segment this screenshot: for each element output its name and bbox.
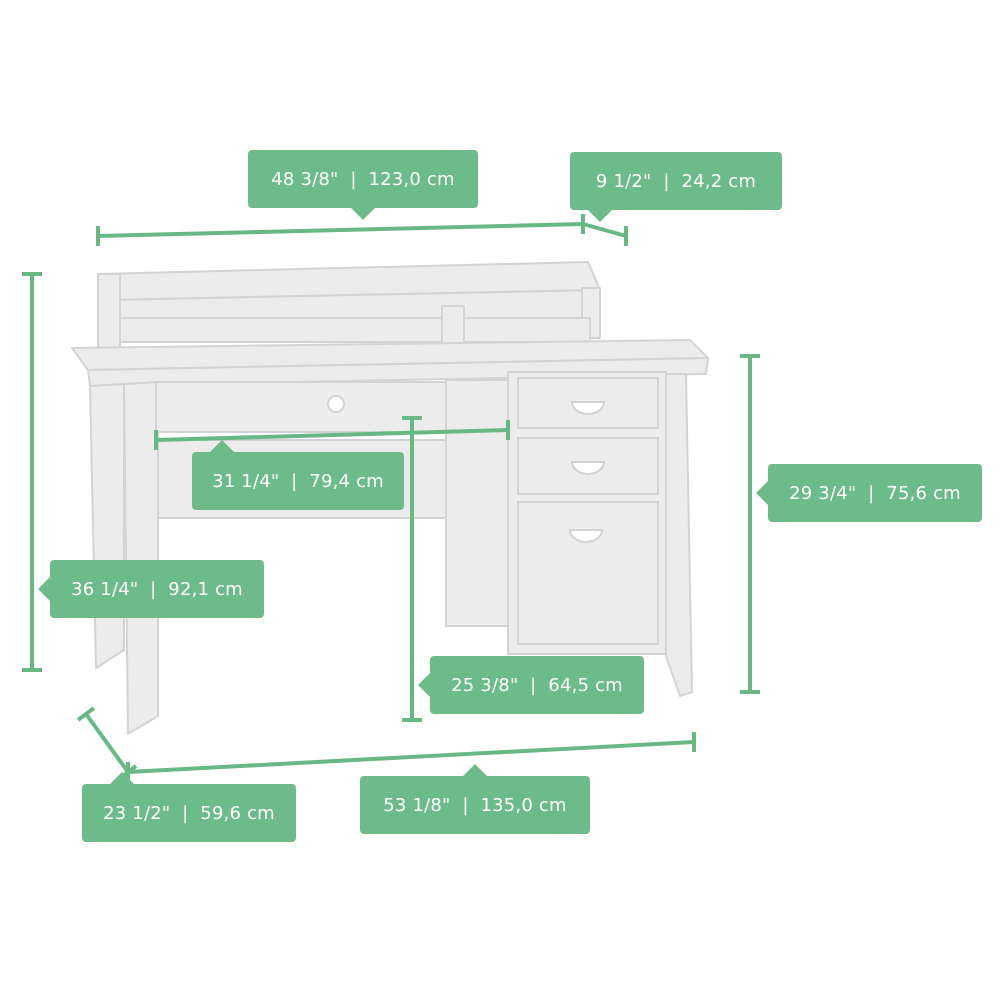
callout-hutch-depth-text: 9 1/2" | 24,2 cm bbox=[595, 170, 757, 192]
callout-desk-width: 53 1/8" | 135,0 cm bbox=[360, 764, 590, 834]
callout-pointer bbox=[110, 772, 134, 784]
dimension-lines bbox=[22, 214, 760, 782]
callout-kneehole-height: 25 3/8" | 64,5 cm bbox=[418, 656, 644, 714]
callout-pointer bbox=[418, 673, 430, 697]
callout-pointer bbox=[588, 210, 612, 222]
callout-drawer-width-text: 31 1/4" | 79,4 cm bbox=[212, 470, 384, 492]
callout-desk-depth: 23 1/2" | 59,6 cm bbox=[82, 772, 296, 842]
callout-desk-height: 29 3/4" | 75,6 cm bbox=[756, 464, 982, 522]
pedestal-side bbox=[445, 379, 509, 627]
callout-desk-height-text: 29 3/4" | 75,6 cm bbox=[789, 482, 961, 504]
file-drawer bbox=[517, 501, 659, 645]
callout-hutch-width: 48 3/8" | 123,0 cm bbox=[248, 150, 478, 220]
handle-3 bbox=[569, 529, 603, 543]
callout-pointer bbox=[38, 577, 50, 601]
drawer-knob bbox=[327, 395, 345, 413]
left-front-leg bbox=[123, 381, 159, 735]
callout-kneehole-height-text: 25 3/8" | 64,5 cm bbox=[451, 674, 623, 696]
callout-pointer bbox=[210, 440, 234, 452]
handle-2 bbox=[571, 461, 605, 475]
callout-pointer bbox=[756, 481, 768, 505]
callout-pointer bbox=[351, 208, 375, 220]
callout-drawer-width: 31 1/4" | 79,4 cm bbox=[192, 440, 404, 510]
desk-top-edge bbox=[87, 357, 709, 387]
hutch-divider bbox=[441, 305, 465, 347]
callout-total-height: 36 1/4" | 92,1 cm bbox=[38, 560, 264, 618]
callout-desk-width-text: 53 1/8" | 135,0 cm bbox=[383, 794, 567, 816]
callout-desk-depth-text: 23 1/2" | 59,6 cm bbox=[103, 802, 275, 824]
callout-pointer bbox=[463, 764, 487, 776]
callout-hutch-depth: 9 1/2" | 24,2 cm bbox=[570, 152, 782, 222]
callout-hutch-width-text: 48 3/8" | 123,0 cm bbox=[271, 168, 455, 190]
handle-1 bbox=[571, 401, 605, 415]
callout-total-height-text: 36 1/4" | 92,1 cm bbox=[71, 578, 243, 600]
left-back-leg bbox=[89, 383, 125, 669]
hutch-shelf bbox=[119, 317, 591, 343]
right-leg bbox=[665, 373, 693, 697]
